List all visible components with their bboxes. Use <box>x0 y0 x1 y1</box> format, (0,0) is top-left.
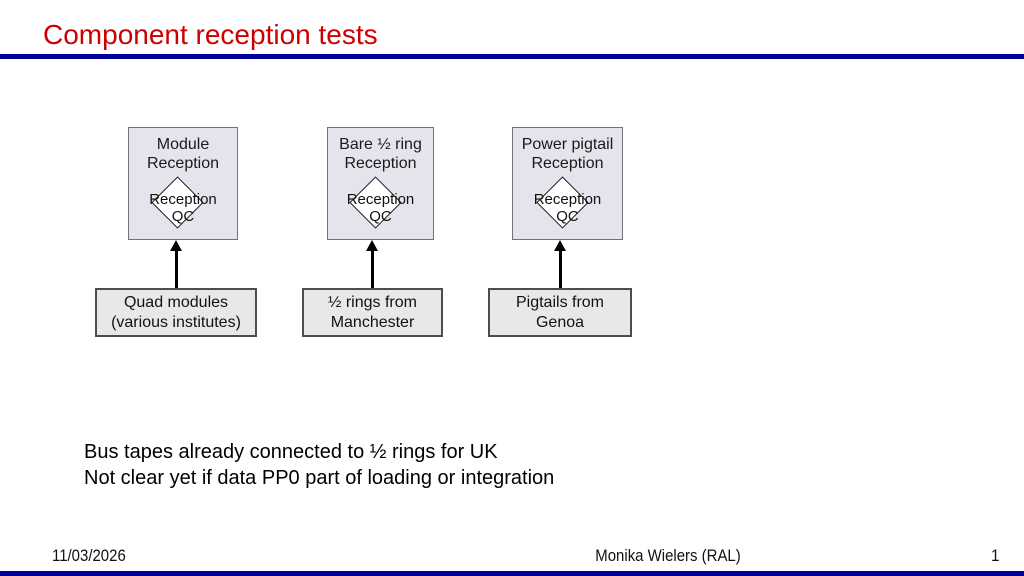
arrow-up-icon <box>554 240 566 288</box>
source-box-label: Quad modules (various institutes) <box>111 293 241 331</box>
reception-box-title: Bare ½ ring Reception <box>339 136 422 172</box>
arrow-shaft <box>174 249 178 288</box>
reception-qc-label: Reception QC <box>149 191 217 225</box>
footer-date: 11/03/2026 <box>52 546 126 565</box>
footer-author: Monika Wielers (RAL) <box>595 546 741 565</box>
arrow-head <box>554 240 566 251</box>
arrow-up-icon <box>170 240 182 288</box>
reception-qc-label: Reception QC <box>533 191 602 225</box>
reception-box-title: Power pigtail Reception <box>521 136 614 172</box>
note-line-1: Bus tapes already connected to ½ rings f… <box>84 441 498 463</box>
footer-page-number: 1 <box>990 546 1000 565</box>
source-box-label: ½ rings from Manchester <box>328 293 417 331</box>
arrow-shaft <box>558 249 562 288</box>
source-box-label: Pigtails from Genoa <box>515 293 605 331</box>
reception-qc-label: Reception QC <box>346 191 415 225</box>
reception-box-bare-half-ring: Bare ½ ring Reception Reception QC <box>327 127 434 240</box>
reception-box-title: Module Reception <box>146 136 220 172</box>
source-box-pigtails: Pigtails from Genoa <box>488 288 632 337</box>
source-box-half-rings: ½ rings from Manchester <box>302 288 443 337</box>
title-underline-rule <box>0 54 1024 59</box>
source-box-quad-modules: Quad modules (various institutes) <box>95 288 257 337</box>
arrow-up-icon <box>366 240 378 288</box>
bottom-rule <box>0 571 1024 576</box>
arrow-head <box>366 240 378 251</box>
notes-block: Bus tapes already connected to ½ rings f… <box>84 439 554 491</box>
arrow-head <box>170 240 182 251</box>
reception-box-power-pigtail: Power pigtail Reception Reception QC <box>512 127 623 240</box>
page-title: Component reception tests <box>43 19 378 50</box>
reception-box-module: Module Reception Reception QC <box>128 127 238 240</box>
arrow-shaft <box>370 249 374 288</box>
note-line-2: Not clear yet if data PP0 part of loadin… <box>84 467 555 489</box>
